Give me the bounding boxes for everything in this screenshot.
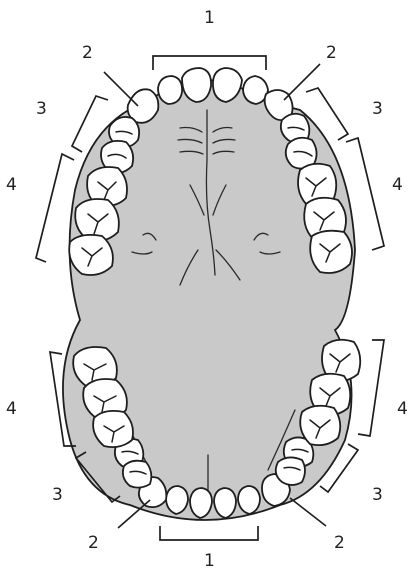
label-canine-upper-right: 2: [326, 43, 337, 63]
bracket-lower-right-molars: [358, 340, 384, 436]
bracket-upper-left-molars: [36, 154, 74, 262]
label-molars-lower-right: 4: [397, 399, 408, 419]
upper-incisor-tooth: [158, 76, 182, 104]
label-premolars-lower-left: 3: [52, 485, 63, 505]
lower-premolar-tooth: [123, 461, 151, 488]
label-molars-upper-left: 4: [6, 175, 17, 195]
lower-molar-tooth: [93, 411, 133, 447]
label-canine-upper-left: 2: [82, 43, 93, 63]
label-canine-lower-right: 2: [334, 533, 345, 553]
lower-incisor-tooth: [238, 486, 260, 514]
lower-incisor-tooth: [166, 486, 188, 514]
leader-upper-right-canine: [284, 64, 320, 100]
lower-incisor-tooth: [190, 488, 212, 518]
label-premolars-upper-left: 3: [36, 99, 47, 119]
label-canine-lower-left: 2: [88, 533, 99, 553]
lower-premolar-tooth: [276, 457, 305, 485]
label-incisors-bottom: 1: [204, 551, 215, 571]
label-premolars-upper-right: 3: [372, 99, 383, 119]
leader-upper-left-canine: [104, 72, 138, 106]
label-incisors-top: 1: [204, 8, 215, 28]
lower-incisor-tooth: [214, 488, 236, 518]
label-molars-lower-left: 4: [6, 399, 17, 419]
label-molars-upper-right: 4: [392, 175, 403, 195]
lower-molar-tooth: [300, 406, 340, 445]
leader-lower-right-canine: [290, 498, 326, 526]
bracket-lower-incisors: [160, 526, 258, 540]
bracket-upper-incisors: [153, 56, 266, 70]
label-premolars-lower-right: 3: [372, 485, 383, 505]
